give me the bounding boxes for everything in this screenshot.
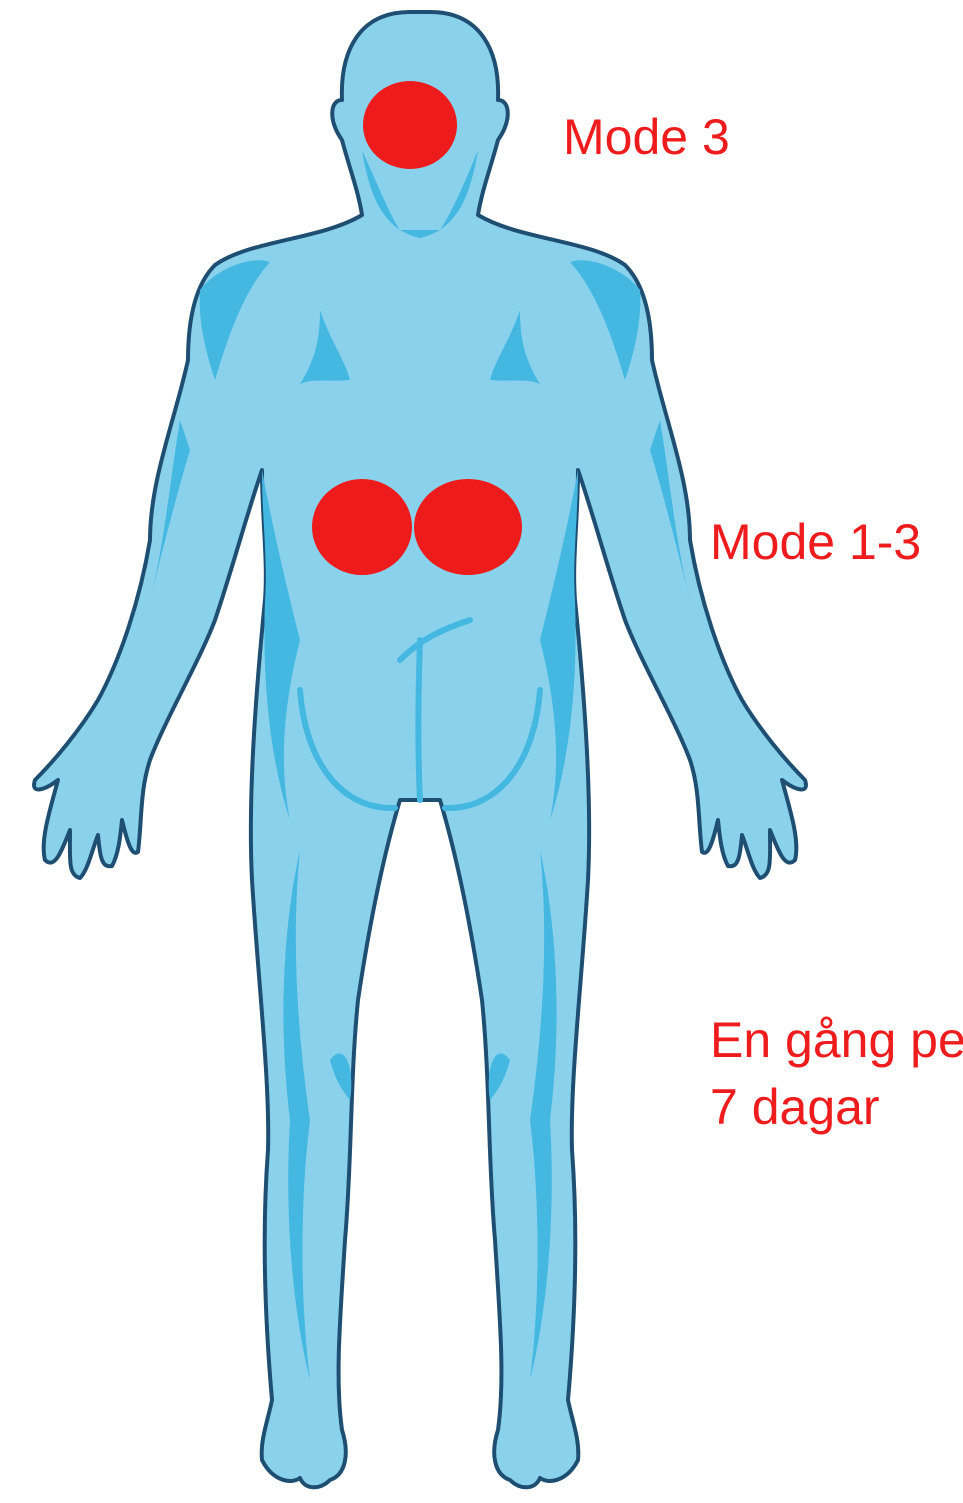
side-shade-right [540, 470, 578, 820]
scapula-shade-right [490, 310, 540, 384]
spine-line [415, 637, 423, 803]
side-shade-left [262, 470, 300, 820]
calf-shade-right [488, 1053, 510, 1100]
leg-shade-right [530, 850, 557, 1380]
treatment-point-lower-back-left [312, 479, 412, 575]
back-curve [397, 617, 473, 663]
shoulder-shade-right [570, 260, 641, 380]
neck-shade [362, 150, 478, 238]
back-zone-label: Mode 1-3 [710, 514, 922, 570]
head-zone-label: Mode 3 [563, 109, 730, 165]
glute-line-right [442, 687, 543, 812]
treatment-point-neck [363, 81, 457, 169]
frequency-label-line2: 7 dagar [710, 1079, 880, 1135]
shoulder-shade-left [199, 260, 270, 380]
arm-shade-right [650, 420, 690, 600]
frequency-label-line1: En gång pe [710, 1012, 963, 1068]
treatment-point-lower-back-right [414, 479, 522, 575]
calf-shade-left [330, 1053, 352, 1100]
scapula-shade-left [300, 310, 350, 384]
glute-line-left [297, 687, 398, 812]
arm-shade-left [150, 420, 190, 600]
leg-shade-left [283, 850, 310, 1380]
